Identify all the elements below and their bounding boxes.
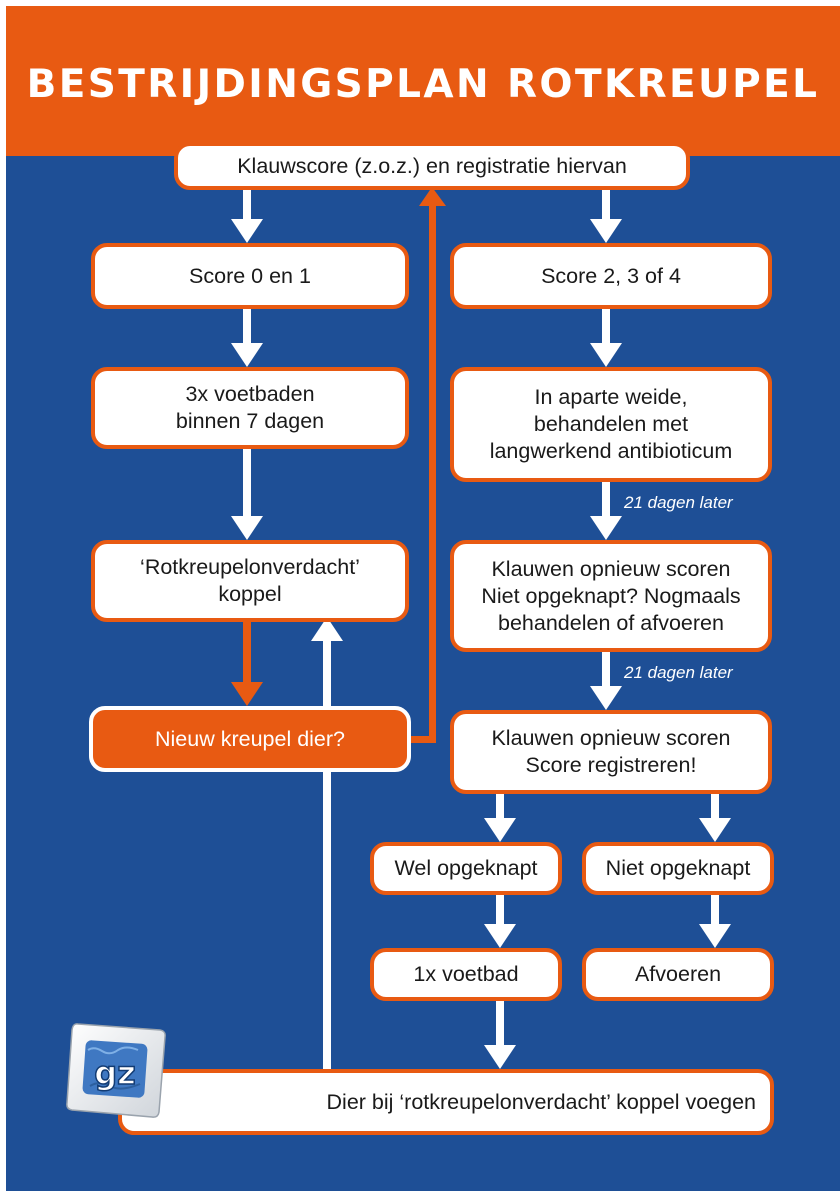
flowchart-page: BESTRIJDINGSPLAN ROTKREUPEL [6,6,840,1191]
arrow-start-to-score-low [231,189,263,243]
remove-box: Afvoeren [582,948,774,1001]
page-title: BESTRIJDINGSPLAN ROTKREUPEL [26,62,820,107]
separate-pasture-box: In aparte weide, behandelen met langwerk… [450,367,772,482]
arrow-footbath-to-add-group [484,1000,516,1069]
unsuspected-group-box: ‘Rotkreupelonverdacht’ koppel [91,540,409,622]
rescore2-box: Klauwen opnieuw scoren Score registreren… [450,710,772,794]
arrow-add-group-to-unsuspected [311,617,343,1071]
footbaths-box: 3x voetbaden binnen 7 dagen [91,367,409,449]
gz-logo-icon: gz [66,1023,166,1118]
arrow-separate-to-rescore1 [590,481,622,540]
arrow-score-high-to-separate [590,308,622,367]
rescore1-box: Klauwen opnieuw scoren Niet opgeknapt? N… [450,540,772,652]
header-banner: BESTRIJDINGSPLAN ROTKREUPEL [6,6,840,156]
arrow-new-lame-to-start [410,187,446,743]
one-footbath-box: 1x voetbad [370,948,562,1001]
arrow-unsuspected-to-new-lame [231,620,263,706]
wait-note-2: 21 dagen later [624,663,733,682]
arrow-not-improved-to-remove [699,894,731,948]
improved-box: Wel opgeknapt [370,842,562,895]
arrow-rescore2-to-improved [484,793,516,842]
score-high-box: Score 2, 3 of 4 [450,243,772,309]
arrow-score-low-to-footbaths [231,308,263,367]
arrow-rescore2-to-not-improved [699,793,731,842]
arrow-footbaths-to-unsuspected [231,449,263,540]
start-box: Klauwscore (z.o.z.) en registratie hierv… [174,142,690,190]
connectors [231,187,731,1071]
not-improved-box: Niet opgeknapt [582,842,774,895]
add-to-group-box: Dier bij ‘rotkreupelonverdacht’ koppel v… [118,1069,774,1135]
arrow-improved-to-footbath [484,894,516,948]
arrow-rescore1-to-rescore2 [590,651,622,710]
arrow-start-to-score-high [590,189,622,243]
svg-text:gz: gz [94,1054,136,1092]
score-low-box: Score 0 en 1 [91,243,409,309]
wait-note-1: 21 dagen later [624,493,733,512]
new-lame-animal-box: Nieuw kreupel dier? [89,706,411,772]
